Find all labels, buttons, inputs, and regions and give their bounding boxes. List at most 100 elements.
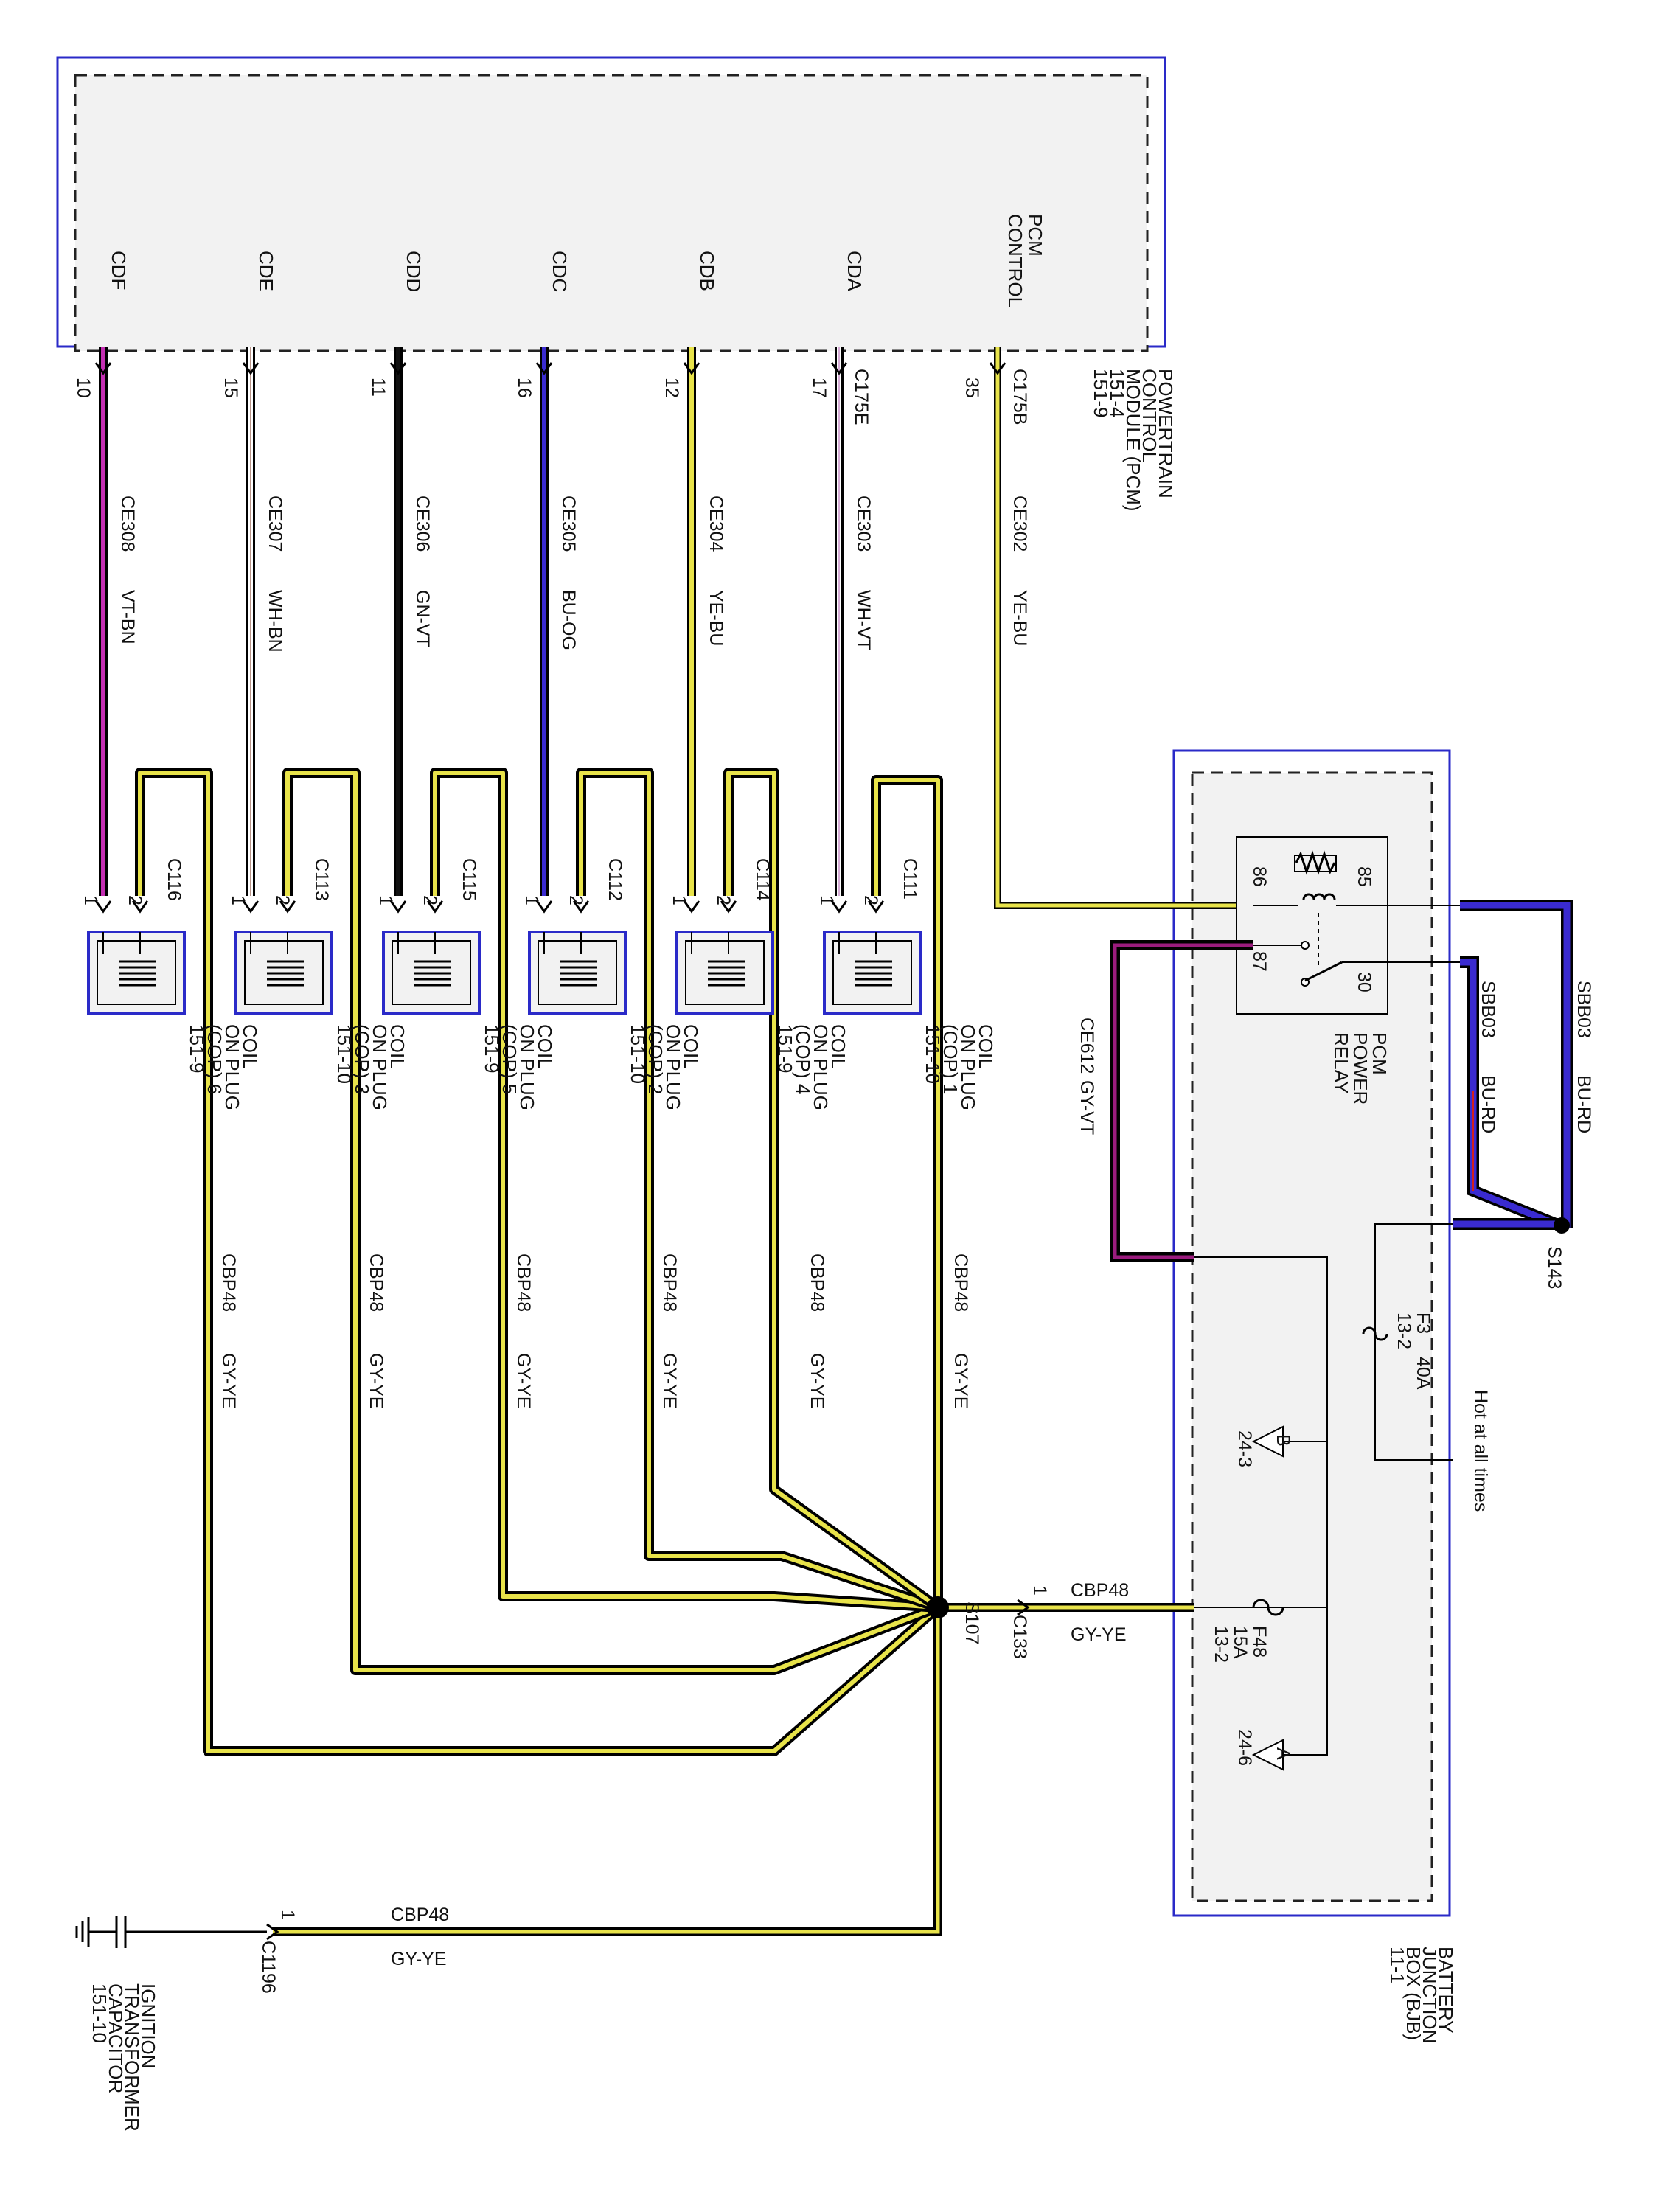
c133-circuit: CBP48	[1071, 1580, 1129, 1601]
feed-color: GY-YE	[659, 1353, 680, 1409]
coil-label-line: 151-10	[922, 1024, 944, 1084]
feed-color: GY-YE	[807, 1353, 827, 1409]
signal-color: YE-BU	[706, 590, 726, 646]
connector-arrow	[131, 900, 149, 914]
pcm-pin-name: CDA	[844, 251, 866, 292]
coil-feed-wire-fill	[579, 771, 939, 1610]
coil-pin-2: 2	[125, 895, 145, 905]
pcm-pin-number: 10	[73, 378, 94, 398]
connector-arrow	[867, 900, 885, 914]
splice-s143-dot	[1554, 1217, 1570, 1234]
coil-label-line: (COP) 3	[351, 1024, 373, 1094]
c1196-color: GY-YE	[391, 1949, 447, 1969]
pcm-control-connector: C175B	[1009, 369, 1030, 425]
ref-a-letter: A	[1273, 1747, 1293, 1760]
relay-label-1: PCM	[1368, 1032, 1391, 1075]
ref-a-ref: 24-6	[1234, 1729, 1255, 1766]
coil-label-line: 151-9	[186, 1024, 208, 1074]
pcm-pin-number: 12	[661, 378, 682, 398]
coil-label-line: COIL	[680, 1024, 702, 1069]
signal-circuit: CE308	[117, 495, 138, 552]
capacitor-title-line: TRANSFORMER	[121, 1983, 143, 2132]
pcm-pin-number: 16	[514, 378, 535, 398]
hot-at-all-times: Hot at all times	[1470, 1390, 1491, 1512]
coil-label-line: ON PLUG	[957, 1024, 979, 1110]
pcm-control-pin: 35	[961, 378, 982, 398]
pcm-title-line: CONTROL	[1138, 369, 1161, 462]
sbb03a-circuit: SBB03	[1573, 981, 1594, 1038]
connector-arrow	[535, 900, 553, 914]
s143-label: S143	[1544, 1246, 1565, 1289]
connector-arrow	[720, 900, 737, 914]
coil-label-line: ON PLUG	[810, 1024, 832, 1110]
coil-pin-2: 2	[272, 895, 293, 905]
bjb-title-line: JUNCTION	[1419, 1947, 1441, 2043]
signal-color: WH-VT	[853, 590, 874, 650]
signal-circuit: CE304	[706, 495, 726, 552]
coil-label-line: (COP) 4	[792, 1024, 814, 1094]
c1196-circuit: CBP48	[391, 1905, 449, 1925]
connector-arrow	[830, 362, 848, 375]
sbb03b-circuit: SBB03	[1478, 981, 1498, 1038]
connector-arrow	[94, 900, 112, 914]
bjb-title-line: BOX (BJB)	[1402, 1947, 1425, 2040]
coil-label-line: 151-10	[627, 1024, 649, 1084]
pcm-power-relay	[1236, 836, 1460, 1015]
pcm-pin-name: CDB	[696, 251, 718, 291]
coil-pin-1: 1	[816, 895, 837, 905]
coil-feed-wire-fill	[138, 771, 939, 1753]
coil-pin-1: 1	[375, 895, 396, 905]
f48-rating: 15A	[1230, 1626, 1251, 1659]
relay-pin-87: 87	[1249, 951, 1270, 972]
capacitor-title-line: IGNITION	[137, 1983, 159, 2069]
sbb03a-color: BU-RD	[1573, 1075, 1594, 1133]
coil-label-line: (COP) 2	[644, 1024, 667, 1094]
coil-feed-wires	[131, 768, 943, 1756]
coil-connector: C111	[900, 858, 920, 900]
signal-color: WH-BN	[265, 590, 285, 653]
connector-arrow	[683, 900, 700, 914]
coil-label-line: 151-10	[333, 1024, 355, 1084]
capacitor-title-line: 151-10	[88, 1983, 111, 2043]
feed-circuit: CBP48	[513, 1253, 534, 1312]
signal-circuit: CE306	[412, 495, 433, 552]
pcm-control-color: YE-BU	[1009, 590, 1030, 646]
pcm-pin-name: CDD	[403, 251, 425, 292]
ce612-circuit: CE612	[1077, 1018, 1097, 1074]
pcm-pin-number: 17	[809, 378, 830, 398]
c133-name: C133	[1009, 1615, 1030, 1659]
connector-arrow	[830, 900, 848, 914]
coil-connector: C112	[605, 858, 625, 901]
coil-label-line: COIL	[534, 1024, 556, 1069]
coil-label-line: COIL	[975, 1024, 997, 1069]
ce612-color: GY-VT	[1077, 1080, 1097, 1135]
signal-wires	[94, 347, 848, 914]
coil-label-line: COIL	[239, 1024, 261, 1069]
c133-feed	[75, 1599, 1194, 1948]
connector-arrow	[535, 362, 553, 375]
signal-color: BU-OG	[558, 590, 579, 650]
f3-name: F3	[1413, 1312, 1433, 1334]
feed-circuit: CBP48	[807, 1253, 827, 1312]
coil-label-line: (COP) 1	[939, 1024, 961, 1094]
splice-s107	[927, 1596, 949, 1618]
coil-pin-2: 2	[420, 895, 440, 905]
pcm-title-line: MODULE (PCM)	[1122, 369, 1144, 512]
coil-label-line: (COP) 6	[204, 1024, 226, 1094]
coil-connector: C113	[311, 858, 332, 901]
c1196-pin: 1	[277, 1910, 298, 1920]
coil-connector: C114	[752, 858, 773, 901]
coil-feed-wire	[871, 775, 943, 1607]
connector-arrow	[94, 362, 112, 375]
bjb-title-line: BATTERY	[1435, 1947, 1457, 2034]
pcm-pin-labels: CDF10CE308VT-BNCBP48GY-YECDE15CE307WH-BN…	[73, 251, 971, 1409]
c133-pin: 1	[1029, 1585, 1050, 1596]
coil-label-line: ON PLUG	[662, 1024, 684, 1110]
